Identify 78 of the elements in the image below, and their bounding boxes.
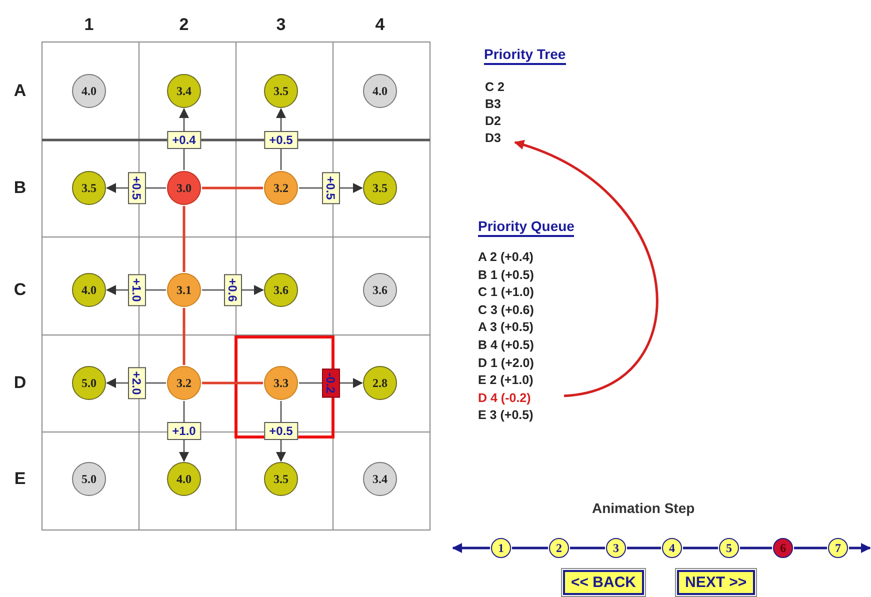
queue-entry: A 2 (+0.4) (478, 249, 534, 265)
cost-circle: 3.5 (363, 171, 397, 205)
step-circle: 4 (662, 538, 682, 558)
cost-circle: 3.5 (72, 171, 106, 205)
cost-circle: 4.0 (363, 74, 397, 108)
edge-label: -0.2 (322, 368, 340, 398)
nav-button: << BACK (563, 570, 644, 595)
edge-label: +0.6 (224, 274, 242, 306)
edge-label: +0.4 (167, 130, 201, 148)
edge-label: +0.5 (264, 130, 298, 148)
connector-line (627, 546, 661, 550)
queue-entry: B 4 (+0.5) (478, 337, 534, 353)
axis-label: 1 (83, 15, 95, 35)
edge-label: +0.5 (128, 172, 146, 204)
cost-circle: 5.0 (72, 462, 106, 496)
connector-line (182, 206, 186, 272)
edge-label: +1.0 (167, 422, 201, 440)
connector-line (794, 546, 827, 550)
arrow (514, 140, 658, 398)
axis-label: C (12, 280, 28, 300)
cost-circle: 3.4 (363, 462, 397, 496)
queue-entry: D 4 (-0.2) (478, 390, 531, 406)
cost-circle: 3.5 (264, 462, 298, 496)
cost-circle: 3.2 (264, 171, 298, 205)
tree-entry: D2 (485, 113, 501, 129)
cost-circle: 3.1 (167, 273, 201, 307)
queue-entry: E 2 (+1.0) (478, 372, 534, 388)
cost-circle: 3.4 (167, 74, 201, 108)
queue-entry: C 3 (+0.6) (478, 302, 534, 318)
connector-line (740, 546, 772, 550)
queue-entry: A 3 (+0.5) (478, 319, 534, 336)
arrow (849, 543, 871, 553)
connector-line (570, 546, 605, 550)
axis-label: A (12, 81, 28, 101)
axis-label: 3 (275, 15, 287, 35)
cost-circle: 3.2 (167, 366, 201, 400)
queue-entry: D 1 (+2.0) (478, 354, 534, 371)
cost-circle: 4.0 (72, 74, 106, 108)
tree-entry: C 2 (485, 79, 504, 95)
edge-label: +2.0 (128, 367, 146, 399)
step-circle: 1 (491, 538, 511, 558)
section-heading: Priority Tree (484, 46, 566, 65)
arrow (452, 543, 490, 553)
tree-entry: B3 (485, 96, 501, 112)
cost-circle: 3.6 (363, 273, 397, 307)
nav-button: NEXT >> (677, 570, 755, 595)
axis-label: 4 (374, 15, 386, 35)
queue-entry: E 3 (+0.5) (478, 407, 534, 424)
queue-entry: B 1 (+0.5) (478, 266, 534, 283)
caption: Animation Step (592, 500, 695, 516)
cost-circle: 4.0 (167, 462, 201, 496)
edge-label: +0.5 (264, 422, 298, 440)
connector-line (202, 186, 263, 190)
step-circle: 2 (549, 538, 569, 558)
section-heading: Priority Queue (478, 218, 574, 237)
queue-entry: C 1 (+1.0) (478, 284, 534, 300)
axis-label: B (12, 178, 28, 198)
cost-circle: 3.5 (264, 74, 298, 108)
connector-line (202, 382, 263, 384)
cost-circle: 3.6 (264, 273, 298, 307)
tree-entry: D3 (485, 130, 501, 146)
connector-line (182, 308, 186, 365)
connector-line (512, 546, 548, 550)
cost-circle: 3.3 (264, 366, 298, 400)
step-circle: 3 (606, 538, 626, 558)
axis-label: 2 (178, 15, 190, 35)
connector-line (683, 546, 718, 550)
cost-circle: 2.8 (363, 366, 397, 400)
cost-circle: 4.0 (72, 273, 106, 307)
axis-label: E (13, 469, 27, 489)
step-circle: 7 (828, 538, 848, 558)
step-circle: 5 (719, 538, 739, 558)
cost-circle: 5.0 (72, 366, 106, 400)
edge-label: +1.0 (128, 274, 146, 306)
cost-circle: 3.0 (167, 171, 201, 205)
axis-label: D (12, 373, 28, 393)
step-circle: 6 (773, 538, 793, 558)
edge-label: +0.5 (322, 172, 340, 204)
